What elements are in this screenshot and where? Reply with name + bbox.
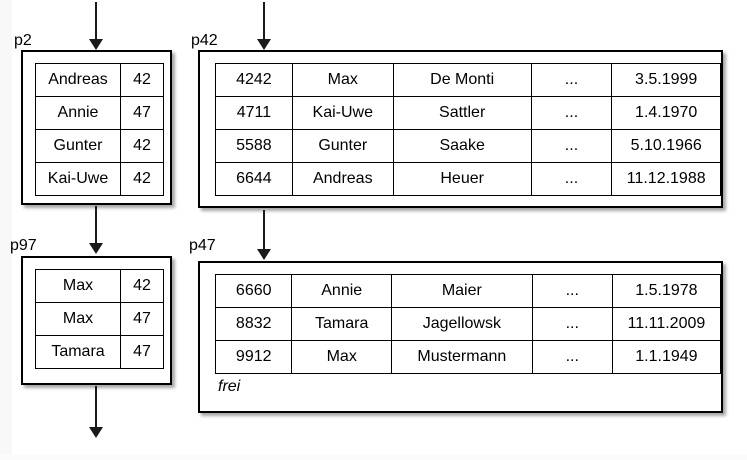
cell-id: 5588 (215, 129, 293, 163)
cell-first-name: Annie (291, 274, 392, 308)
cell-hash: 47 (120, 335, 164, 369)
page-label-p42: p42 (191, 32, 218, 49)
arrow-down-into-p47 (257, 210, 271, 262)
cell-date: 11.12.1988 (611, 162, 721, 196)
cell-more: ... (530, 162, 613, 196)
cell-hash: 47 (120, 302, 164, 336)
cell-name: Kai-Uwe (35, 162, 121, 196)
free-space-label: frei (218, 378, 241, 395)
cell-last-name: Heuer (392, 162, 532, 196)
page-edge-bottom (0, 454, 747, 460)
page-edge-left (0, 0, 12, 460)
table-row: Annie 47 (35, 96, 164, 130)
table-row: 6660 Annie Maier ... 1.5.1978 (214, 274, 722, 308)
page-label-p2: p2 (14, 32, 32, 49)
cell-date: 5.10.1966 (611, 129, 721, 163)
cell-last-name: Jagellowsk (391, 307, 533, 341)
page-box-p47[interactable]: 6660 Annie Maier ... 1.5.1978 8832 Tamar… (198, 261, 723, 413)
index-table-p2: Andreas 42 Annie 47 Gunter 42 Kai-Uwe 42 (35, 63, 164, 196)
cell-hash: 47 (120, 96, 164, 130)
cell-id: 4242 (215, 63, 293, 97)
cell-id: 8832 (214, 307, 293, 341)
table-row: 4711 Kai-Uwe Sattler ... 1.4.1970 (215, 96, 721, 130)
table-row: 8832 Tamara Jagellowsk ... 11.11.2009 (214, 307, 722, 341)
table-row: Max 47 (35, 302, 164, 336)
cell-name: Tamara (35, 335, 121, 369)
cell-hash: 42 (120, 162, 164, 196)
cell-id: 6660 (214, 274, 293, 308)
cell-last-name: Mustermann (391, 340, 533, 374)
cell-more: ... (531, 307, 613, 341)
cell-last-name: Sattler (392, 96, 532, 130)
cell-name: Annie (35, 96, 121, 130)
table-row: Tamara 47 (35, 335, 164, 369)
table-row: Andreas 42 (35, 63, 164, 97)
cell-more: ... (530, 129, 613, 163)
cell-first-name: Gunter (291, 129, 394, 163)
table-row: Kai-Uwe 42 (35, 162, 164, 196)
data-table-p47: 6660 Annie Maier ... 1.5.1978 8832 Tamar… (214, 274, 722, 374)
data-table-p42: 4242 Max De Monti ... 3.5.1999 4711 Kai-… (215, 63, 721, 196)
arrow-down-into-p42 (257, 2, 271, 50)
cell-id: 9912 (214, 340, 293, 374)
table-row: 4242 Max De Monti ... 3.5.1999 (215, 63, 721, 97)
cell-id: 4711 (215, 96, 293, 130)
cell-date: 3.5.1999 (611, 63, 721, 97)
cell-date: 1.4.1970 (611, 96, 721, 130)
table-row: 9912 Max Mustermann ... 1.1.1949 (214, 340, 722, 374)
arrow-down-out-of-p97 (89, 386, 103, 440)
cell-name: Andreas (35, 63, 121, 97)
cell-date: 1.5.1978 (611, 274, 722, 308)
page-label-p47: p47 (189, 237, 216, 254)
page-box-p2[interactable]: Andreas 42 Annie 47 Gunter 42 Kai-Uwe 42 (21, 50, 172, 205)
cell-more: ... (531, 274, 613, 308)
cell-hash: 42 (120, 129, 164, 163)
page-label-p97: p97 (10, 237, 37, 254)
page-box-p97[interactable]: Max 42 Max 47 Tamara 47 (21, 256, 172, 385)
table-row: 6644 Andreas Heuer ... 11.12.1988 (215, 162, 721, 196)
cell-first-name: Andreas (291, 162, 394, 196)
cell-name: Max (35, 269, 121, 303)
cell-last-name: De Monti (392, 63, 532, 97)
cell-first-name: Tamara (291, 307, 392, 341)
cell-first-name: Kai-Uwe (291, 96, 394, 130)
cell-last-name: Saake (392, 129, 532, 163)
arrow-down-into-p2 (89, 2, 103, 50)
table-row: Gunter 42 (35, 129, 164, 163)
cell-more: ... (531, 340, 613, 374)
cell-more: ... (530, 96, 613, 130)
cell-first-name: Max (291, 63, 394, 97)
cell-hash: 42 (120, 63, 164, 97)
cell-date: 11.11.2009 (611, 307, 722, 341)
cell-date: 1.1.1949 (611, 340, 722, 374)
page-box-p42[interactable]: 4242 Max De Monti ... 3.5.1999 4711 Kai-… (198, 50, 723, 208)
cell-last-name: Maier (391, 274, 533, 308)
cell-first-name: Max (291, 340, 392, 374)
cell-id: 6644 (215, 162, 293, 196)
cell-name: Gunter (35, 129, 121, 163)
table-row: Max 42 (35, 269, 164, 303)
cell-hash: 42 (120, 269, 164, 303)
cell-name: Max (35, 302, 121, 336)
index-table-p97: Max 42 Max 47 Tamara 47 (35, 269, 164, 369)
arrow-down-p2-to-p97 (89, 206, 103, 256)
table-row: 5588 Gunter Saake ... 5.10.1966 (215, 129, 721, 163)
cell-more: ... (530, 63, 613, 97)
